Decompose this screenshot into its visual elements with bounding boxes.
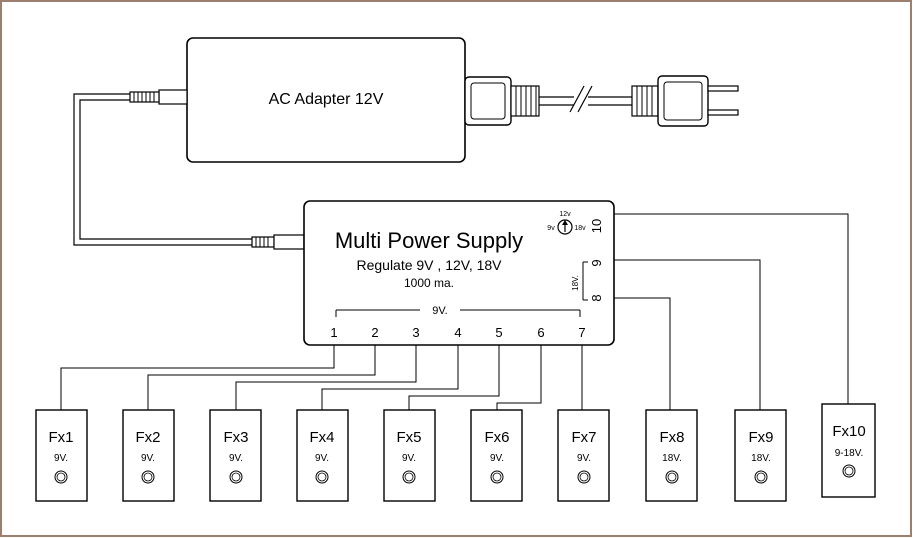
effect-voltage: 9V.	[141, 453, 155, 464]
effect-box-fx1: Fx1 9V.	[35, 409, 88, 502]
port-number-4: 4	[454, 325, 461, 340]
effect-box-fx5: Fx5 9V.	[383, 409, 436, 502]
selector-18v-label: 18v	[574, 225, 586, 232]
voltage-selector-icon	[557, 219, 573, 235]
effect-name: Fx2	[135, 429, 160, 446]
port-number-9: 9	[589, 259, 604, 266]
multi-power-supply	[303, 200, 615, 346]
effect-box-fx8: Fx8 18V.	[645, 409, 698, 502]
effect-voltage: 9V.	[54, 453, 68, 464]
dc-cable	[73, 93, 252, 246]
effect-box-fx9: Fx9 18V.	[734, 409, 787, 502]
port-number-5: 5	[495, 325, 502, 340]
effect-name: Fx3	[223, 429, 248, 446]
group-9v-label: 9V.	[432, 305, 448, 317]
supply-current: 1000 ma.	[404, 276, 454, 290]
port-number-6: 6	[537, 325, 544, 340]
port-number-1: 1	[330, 325, 337, 340]
port-number-8: 8	[589, 294, 604, 301]
supply-dc-input-icon	[251, 234, 305, 250]
effect-box-fx3: Fx3 9V.	[209, 409, 262, 502]
effect-name: Fx1	[48, 429, 73, 446]
effect-voltage: 9V.	[577, 453, 591, 464]
effect-name: Fx8	[659, 429, 684, 446]
port-number-3: 3	[412, 325, 419, 340]
ac-adapter-label: AC Adapter 12V	[269, 91, 384, 108]
effect-voltage: 9-18V.	[835, 448, 864, 459]
group-18v-bracket	[582, 261, 588, 301]
wire-6	[496, 345, 542, 410]
output-wires	[60, 213, 849, 410]
effect-voltage: 18V.	[662, 453, 682, 464]
effect-voltage: 9V.	[402, 453, 416, 464]
effect-box-fx10: Fx10 9-18V.	[821, 403, 876, 498]
effect-name: Fx6	[484, 429, 509, 446]
dc-cable-inner	[79, 99, 252, 240]
port-number-10: 10	[589, 219, 604, 233]
wire-2	[147, 345, 376, 410]
wire-3	[235, 345, 417, 410]
effect-name: Fx10	[832, 423, 865, 440]
effect-box-fx7: Fx7 9V.	[557, 409, 610, 502]
group-9v-bracket	[335, 309, 581, 317]
wire-5	[408, 345, 500, 410]
selector-9v-label: 9v	[547, 225, 555, 232]
wire-9	[614, 259, 761, 410]
effect-box-fx4: Fx4 9V.	[296, 409, 349, 502]
supply-title: Multi Power Supply	[335, 228, 523, 253]
port-number-2: 2	[371, 325, 378, 340]
effect-name: Fx5	[396, 429, 421, 446]
effect-name: Fx7	[571, 429, 596, 446]
wire-8	[614, 297, 671, 410]
effect-name: Fx4	[309, 429, 334, 446]
wire-4	[321, 345, 459, 410]
effect-voltage: 9V.	[229, 453, 243, 464]
port-number-7: 7	[578, 325, 585, 340]
selector-12v-label: 12v	[559, 211, 571, 218]
supply-subtitle: Regulate 9V , 12V, 18V	[356, 257, 502, 273]
effect-box-fx6: Fx6 9V.	[470, 409, 523, 502]
effect-voltage: 9V.	[315, 453, 329, 464]
ac-mains-plug-icon	[464, 75, 739, 127]
wire-10	[614, 213, 849, 404]
wire-1	[60, 345, 335, 410]
group-18v-label: 18V.	[571, 275, 580, 291]
effect-name: Fx9	[748, 429, 773, 446]
effect-box-fx2: Fx2 9V.	[122, 409, 175, 502]
effect-voltage: 9V.	[490, 453, 504, 464]
effect-voltage: 18V.	[751, 453, 771, 464]
adapter-dc-plug-icon	[129, 89, 188, 105]
